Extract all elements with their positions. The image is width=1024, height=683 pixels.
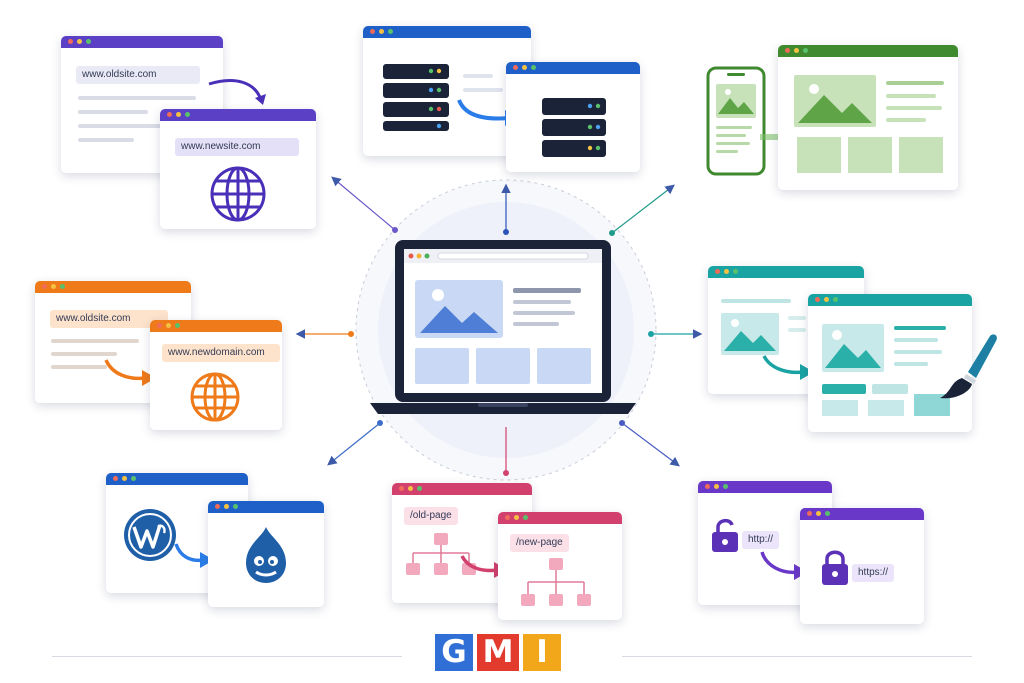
https-field: https://: [852, 564, 895, 582]
globe-icon: [190, 372, 240, 422]
domain-change-old-window: www.oldsite.com: [61, 36, 223, 173]
gmi-logo: G M I: [435, 634, 561, 671]
url-structure-new-window: /new-page: [498, 512, 622, 620]
laptop-hub: [370, 238, 636, 418]
new-path-field: /new-page: [510, 534, 569, 552]
tld-change-new-window: www.newdomain.com: [150, 320, 282, 430]
image-icon: [721, 313, 779, 355]
desktop-window: [778, 45, 958, 190]
logo-letter-g: G: [435, 634, 473, 671]
phone-icon: [706, 66, 766, 176]
laptop-icon: [370, 240, 636, 414]
domain-change-arrow: [208, 79, 266, 105]
old-url-field: www.oldsite.com: [76, 66, 200, 84]
old-path-field: /old-page: [404, 507, 458, 525]
http-field: http://: [742, 531, 780, 549]
protocol-new-window: https://: [800, 508, 924, 624]
lock-icon: [712, 518, 738, 552]
cms-new-window: [208, 501, 324, 607]
logo-letter-i: I: [523, 634, 561, 671]
redesign-new-window: [808, 294, 972, 432]
lock-icon: [822, 550, 848, 585]
new-url-field: www.newsite.com: [175, 138, 299, 156]
sitemap-icon: [521, 558, 591, 606]
drupal-icon: [246, 527, 286, 583]
paint-brush-icon: [940, 334, 997, 399]
footer-divider-left: [52, 656, 402, 657]
server-icon: [383, 64, 449, 131]
redesign-arrow: [762, 355, 814, 380]
server-icon: [542, 98, 606, 157]
tld-change-arrow: [104, 359, 156, 386]
old-url-field: www.oldsite.com: [50, 310, 168, 328]
domain-change-new-window: www.newsite.com: [160, 109, 316, 229]
server-new-window: [506, 62, 640, 172]
image-icon: [822, 324, 884, 372]
new-url-field: www.newdomain.com: [162, 344, 280, 362]
footer-divider-right: [622, 656, 972, 657]
globe-icon: [210, 166, 266, 222]
image-icon: [794, 75, 876, 127]
server-old-window: [363, 26, 531, 156]
wordpress-icon: [124, 509, 176, 561]
logo-letter-m: M: [477, 634, 519, 671]
cms-migration-arrow: [174, 543, 214, 568]
